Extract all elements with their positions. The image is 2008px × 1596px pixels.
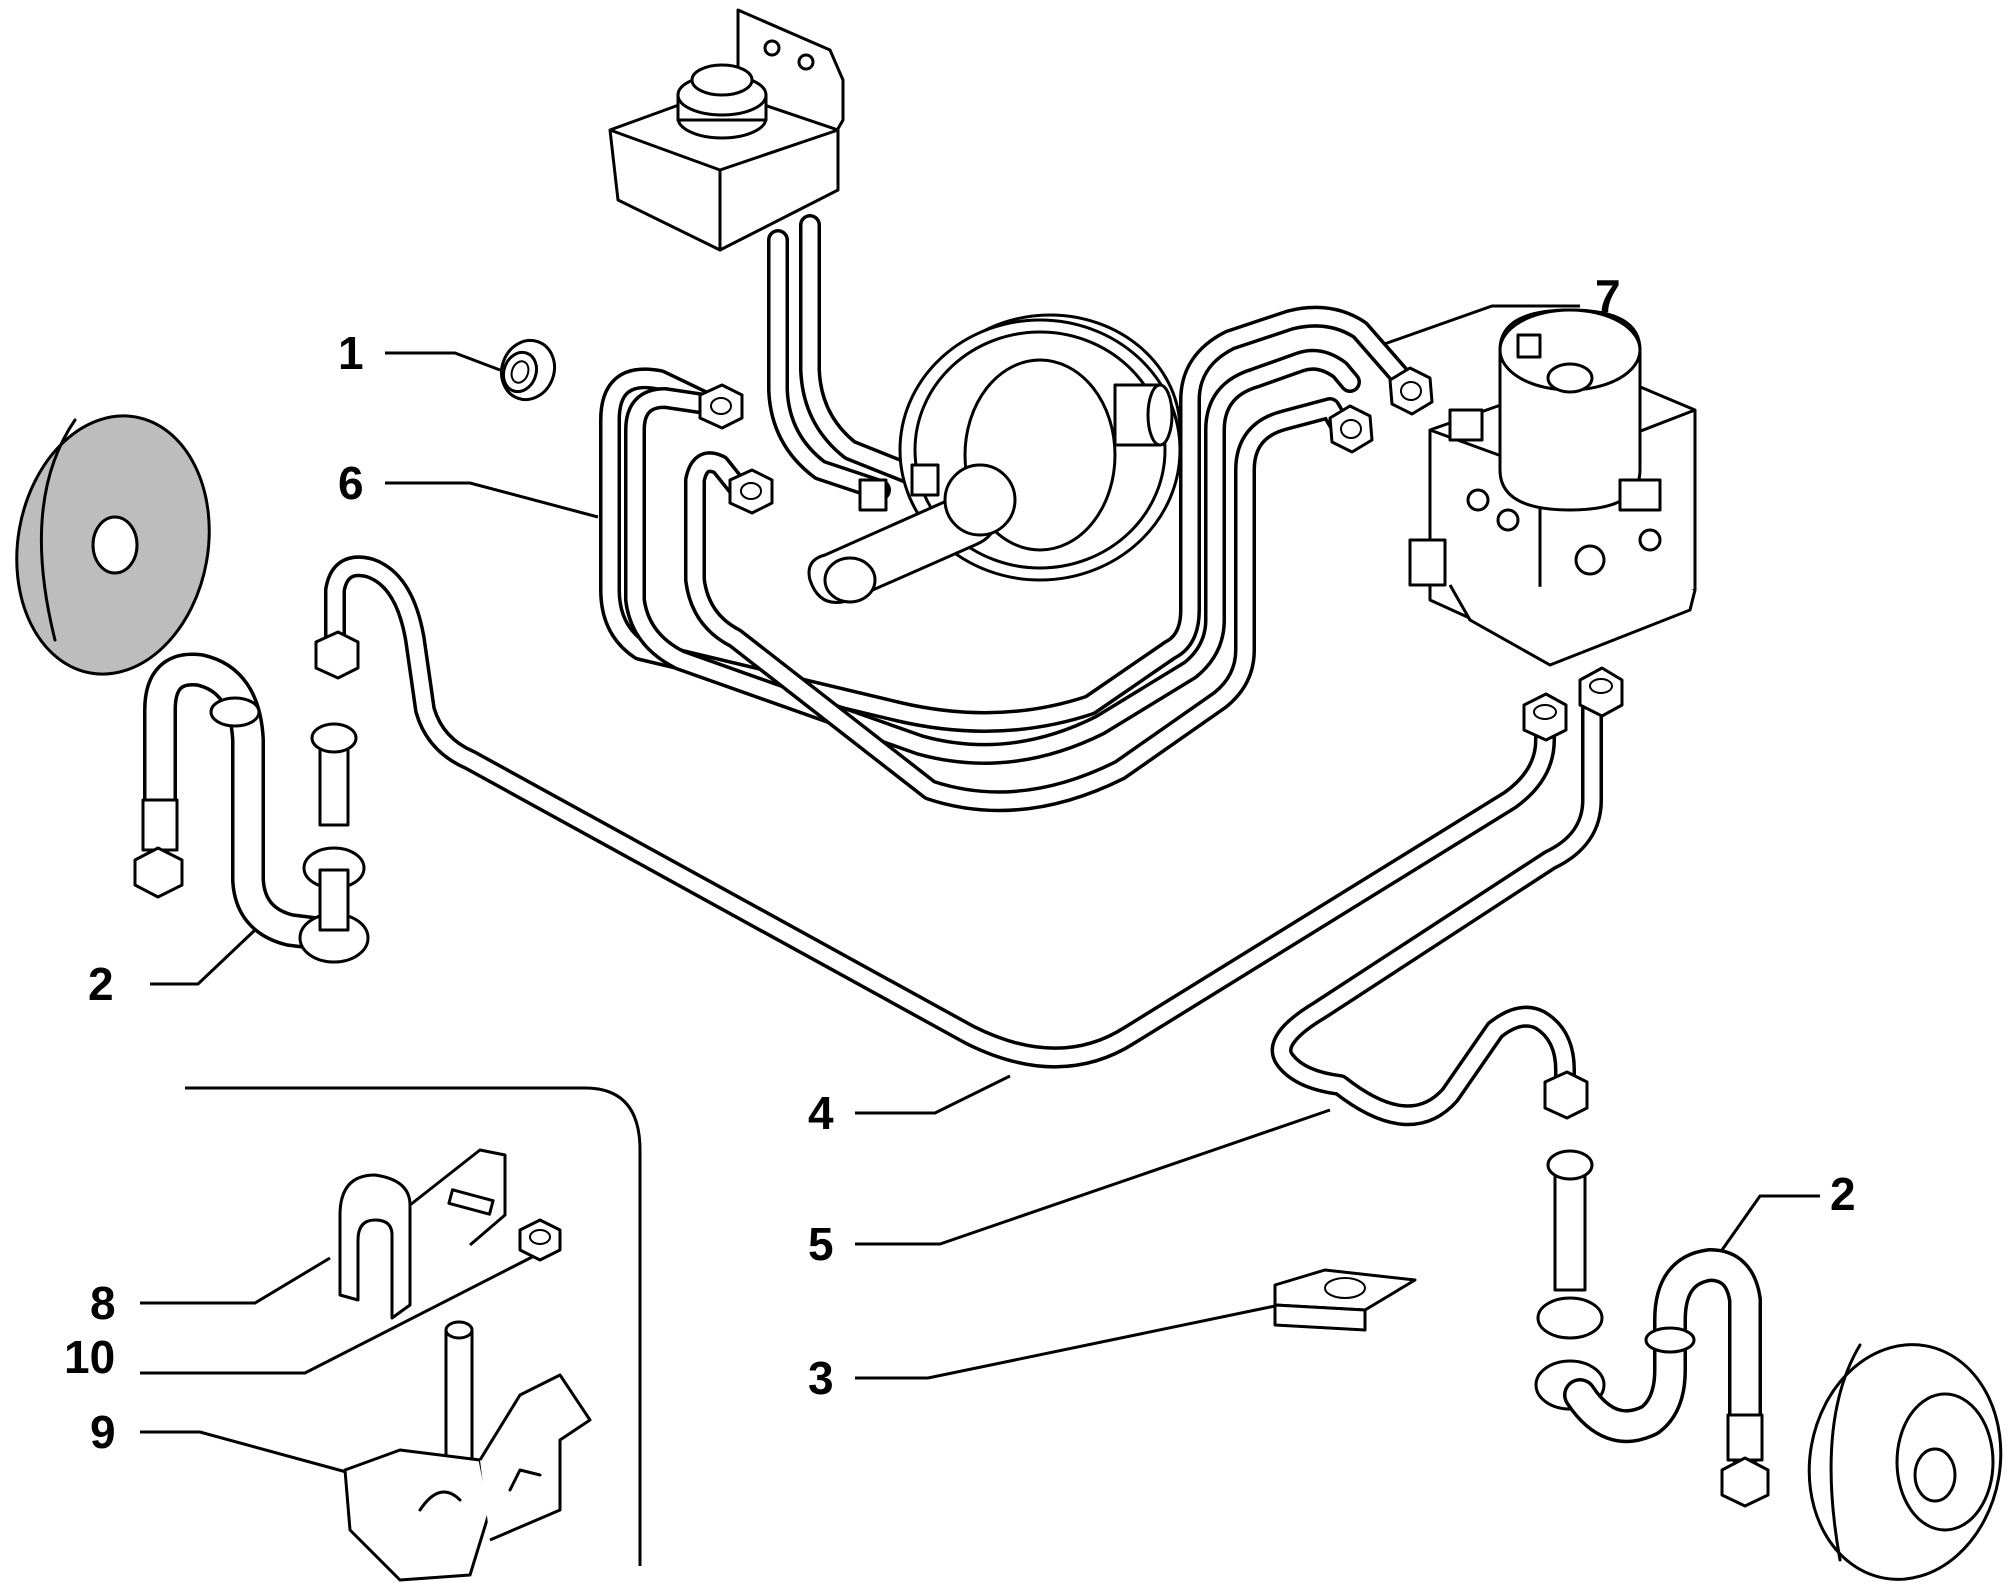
item-8-bracket	[338, 1148, 507, 1320]
fitting-nut	[698, 383, 744, 430]
leader-10	[140, 1251, 541, 1375]
callout-2-right: 2	[1830, 1168, 1856, 1220]
item-9-clamp	[343, 1320, 592, 1582]
abs-hydraulic-unit	[1408, 308, 1697, 667]
pipe-fittings	[314, 366, 1624, 1120]
fitting-nut	[314, 630, 360, 680]
leader-9	[140, 1430, 351, 1475]
callout-7: 7	[1595, 270, 1621, 322]
leader-2a	[150, 928, 257, 986]
leader-1	[385, 351, 501, 372]
item-10-nut	[518, 1218, 562, 1262]
fitting-nut	[1578, 666, 1624, 718]
callout-10: 10	[64, 1331, 115, 1383]
fitting-nut	[1543, 1070, 1589, 1120]
right-flex-hose	[1534, 1149, 1770, 1508]
fitting-nut	[1328, 404, 1374, 454]
fitting-nut	[1522, 692, 1568, 742]
left-brake-disc	[15, 414, 211, 676]
master-cylinder	[807, 463, 1017, 604]
brake-pipes	[324, 214, 1603, 1127]
leader-2b	[1720, 1194, 1820, 1251]
callout-9: 9	[90, 1406, 116, 1458]
left-flex-hose	[133, 652, 370, 964]
callout-4: 4	[808, 1087, 834, 1139]
callout-2-left: 2	[88, 958, 114, 1010]
leader-4	[855, 1074, 1011, 1115]
leader-7	[1372, 304, 1580, 350]
leader-6	[385, 481, 599, 519]
leader-3	[855, 1304, 1276, 1380]
inset-border	[185, 1086, 642, 1566]
fitting-nut	[1388, 366, 1434, 416]
item-3-clip	[1273, 1268, 1417, 1332]
callout-labels: 1 2 2 3 4 5 6 7 8 9 10	[64, 270, 1856, 1458]
item-1-nut	[500, 338, 556, 402]
right-brake-disc	[1807, 1343, 2003, 1581]
leader-lines	[140, 304, 1820, 1566]
brake-fluid-reservoir	[608, 8, 845, 252]
callout-5: 5	[808, 1218, 834, 1270]
callout-8: 8	[90, 1277, 116, 1329]
leader-8	[140, 1256, 331, 1305]
leader-5	[855, 1108, 1331, 1246]
callout-3: 3	[808, 1352, 834, 1404]
fitting-nut	[728, 468, 774, 515]
callout-1: 1	[338, 327, 364, 379]
callout-6: 6	[338, 457, 364, 509]
